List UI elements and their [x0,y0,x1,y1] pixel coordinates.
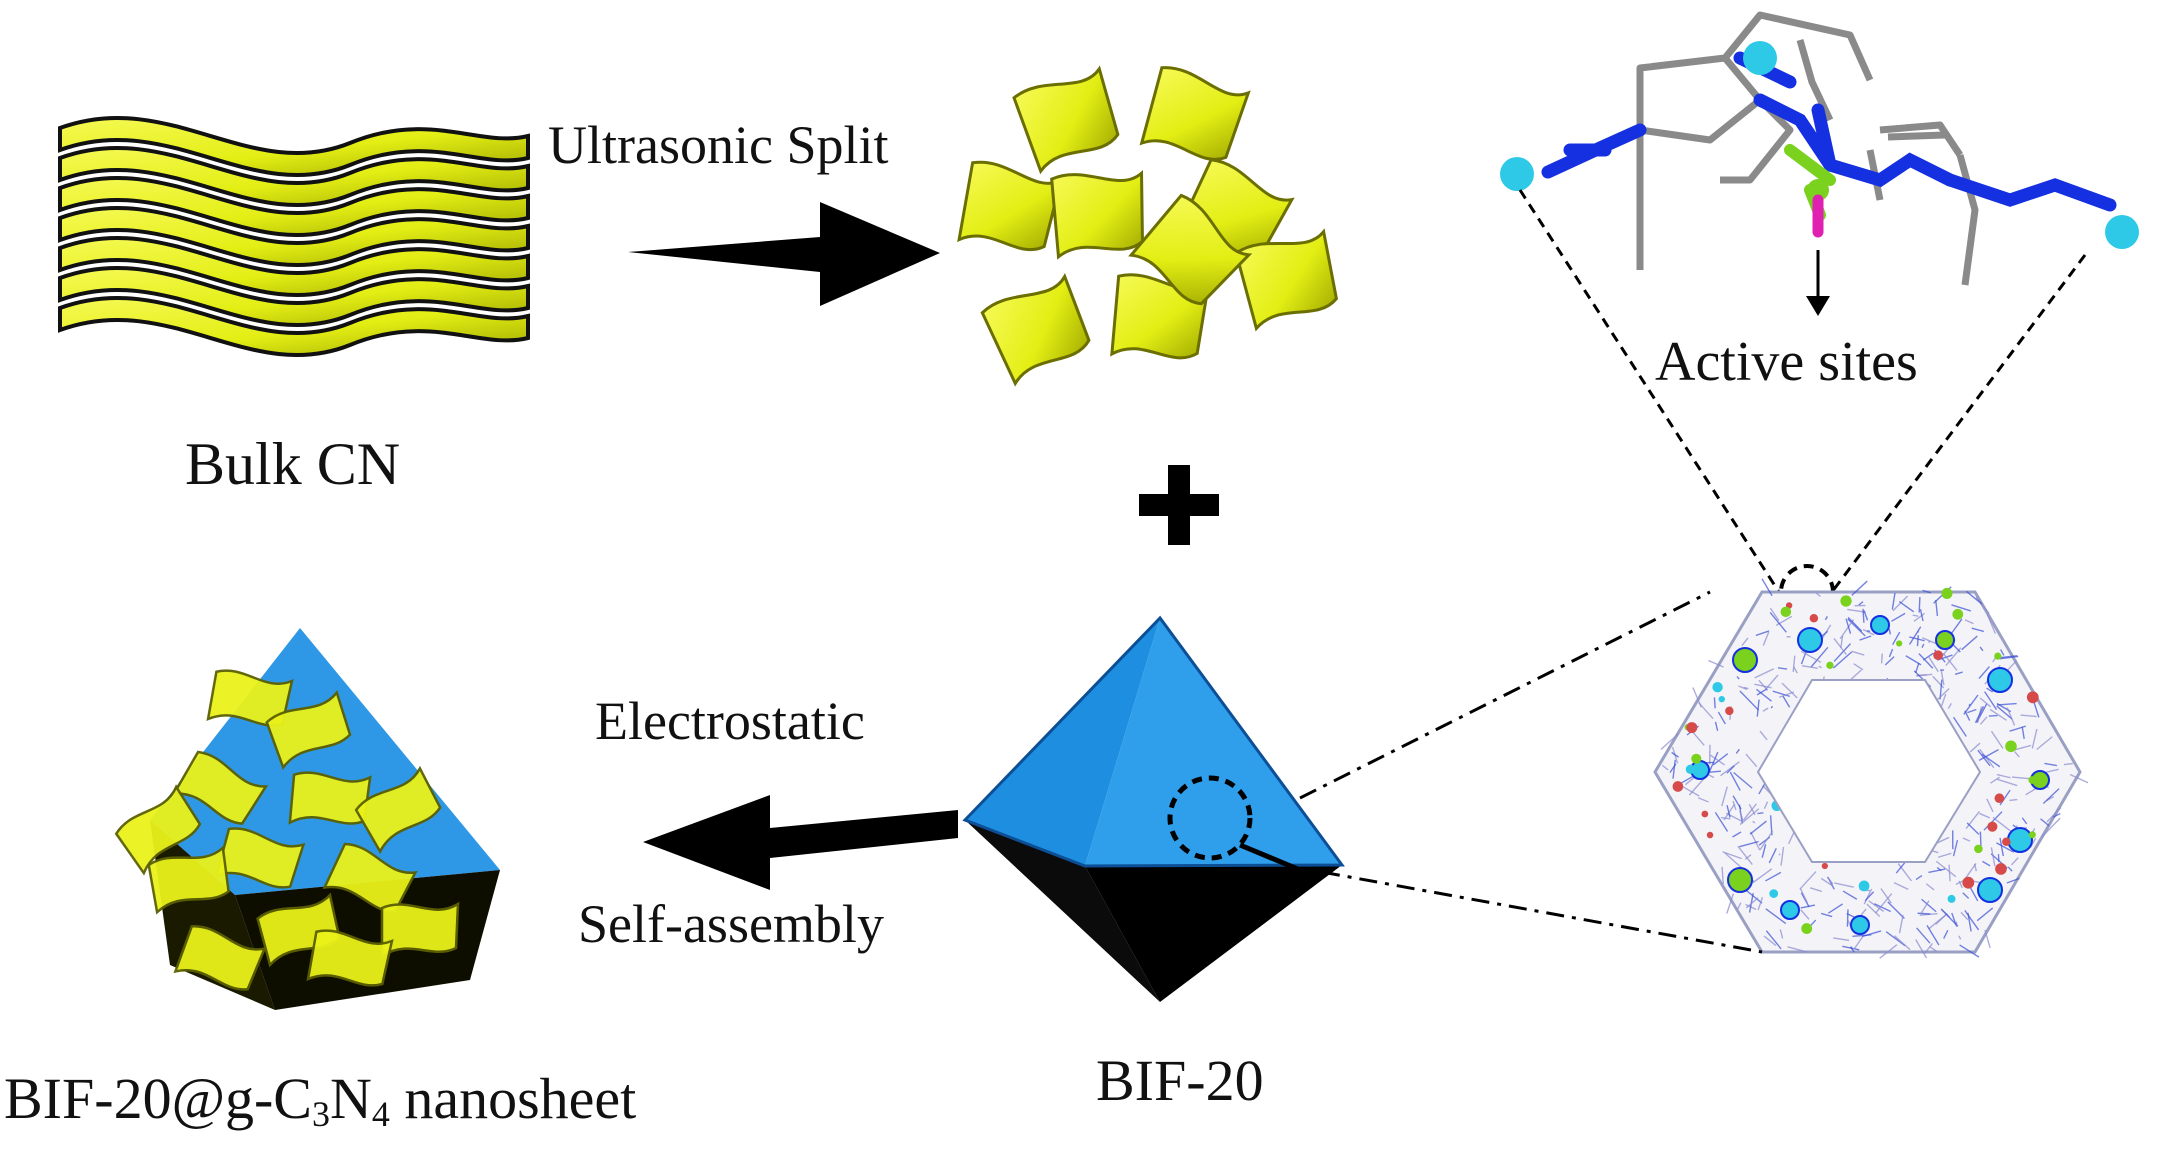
framework-atom [1701,811,1708,818]
framework-node [1781,901,1799,919]
framework-atom [1707,832,1714,839]
framework-bond [1919,597,1920,612]
composite-label-sub2: 4 [372,1094,390,1134]
framework-atom [2029,831,2036,838]
arrow-down-icon [1806,296,1830,316]
framework-node [2008,828,2032,852]
framework-atom [1995,793,2005,803]
framework-node [1936,631,1954,649]
self-assembly-label: Self-assembly [578,897,884,951]
framework-atom [1804,631,1812,639]
composite-label-sub1: 3 [312,1094,330,1134]
bulk-cn-stack [60,118,528,355]
bulk-cn-label: Bulk CN [185,434,400,494]
composite-label-post: nanosheet [390,1066,636,1131]
electrostatic-label: Electrostatic [595,694,865,748]
plus-icon [1139,465,1219,545]
framework-atom [1712,682,1722,692]
framework-bond [2064,764,2073,765]
framework-atom [1826,662,1833,669]
cn-nanosheets [959,64,1343,383]
framework-atom [1673,781,1684,792]
ultrasonic-split-label: Ultrasonic Split [548,118,888,172]
framework-bond [2009,800,2017,801]
framework-atom [1725,707,1733,715]
nanosheet-flake [981,272,1097,383]
framework-atom [1896,640,1902,646]
framework-atom [1941,588,1952,599]
framework-atom [1987,822,1997,832]
framework-bond [1867,631,1870,632]
framework-atom [1840,595,1851,606]
framework-atom [1974,845,1983,854]
framework-atom [2028,776,2036,784]
framework-atom [1781,607,1792,618]
framework-atom [1769,889,1778,898]
nanosheet-flake [1051,168,1148,256]
framework-bond [1847,909,1848,926]
framework-bond [1949,865,1950,882]
composite-particle [114,628,500,1010]
framework-atom [1691,754,1701,764]
nanosheet-flake [959,160,1062,255]
framework-atom [1686,765,1695,774]
active-sites-label: Active sites [1655,334,1918,390]
framework-atom [1948,895,1956,903]
nanosheet-flake [1142,65,1250,166]
framework-bond [1989,716,1998,717]
bif20-octahedron [965,618,1342,1002]
framework-atom [1686,722,1697,733]
framework-bond [1714,697,1715,708]
nanosheet-flake [1013,64,1125,171]
framework-atom [1719,696,1725,702]
arrow-left-icon [643,795,958,890]
framework-atom [1995,863,2007,875]
framework-bond [1757,813,1763,814]
framework-atom [1801,923,1812,934]
framework-bond [1918,635,1919,646]
composite-label-pre: BIF-20@g-C [4,1066,312,1131]
framework-bond [1969,704,1970,706]
framework-node [1728,868,1752,892]
framework-node [1988,668,2012,692]
bif20-label: BIF-20 [1096,1052,1264,1110]
framework-atom [2005,741,2017,753]
composite-label: BIF-20@g-C3N4 nanosheet [4,1070,636,1128]
framework-bond [1918,913,1931,914]
framework-atom [1822,863,1828,869]
framework-atom [1859,881,1870,892]
framework-node [1978,878,2002,902]
active-site-molecule [1500,15,2139,316]
framework-node [1851,916,1869,934]
zoom-lines-top [1520,190,2085,606]
framework-atom [1962,877,1974,889]
framework-atom [2002,837,2011,846]
composite-flake [382,904,458,956]
framework-node [1733,648,1757,672]
framework-node [1871,616,1889,634]
framework-bond [1882,654,1883,664]
framework-atom [1810,614,1818,622]
framework-atom [1933,650,1943,660]
arrow-right-icon [628,202,940,306]
bif20-framework [1655,579,2088,959]
framework-atom [1952,609,1963,620]
framework-atom [2027,691,2039,703]
framework-bond [1889,629,1890,634]
composite-label-mid: N [330,1066,372,1131]
framework-atom [1994,653,2001,660]
